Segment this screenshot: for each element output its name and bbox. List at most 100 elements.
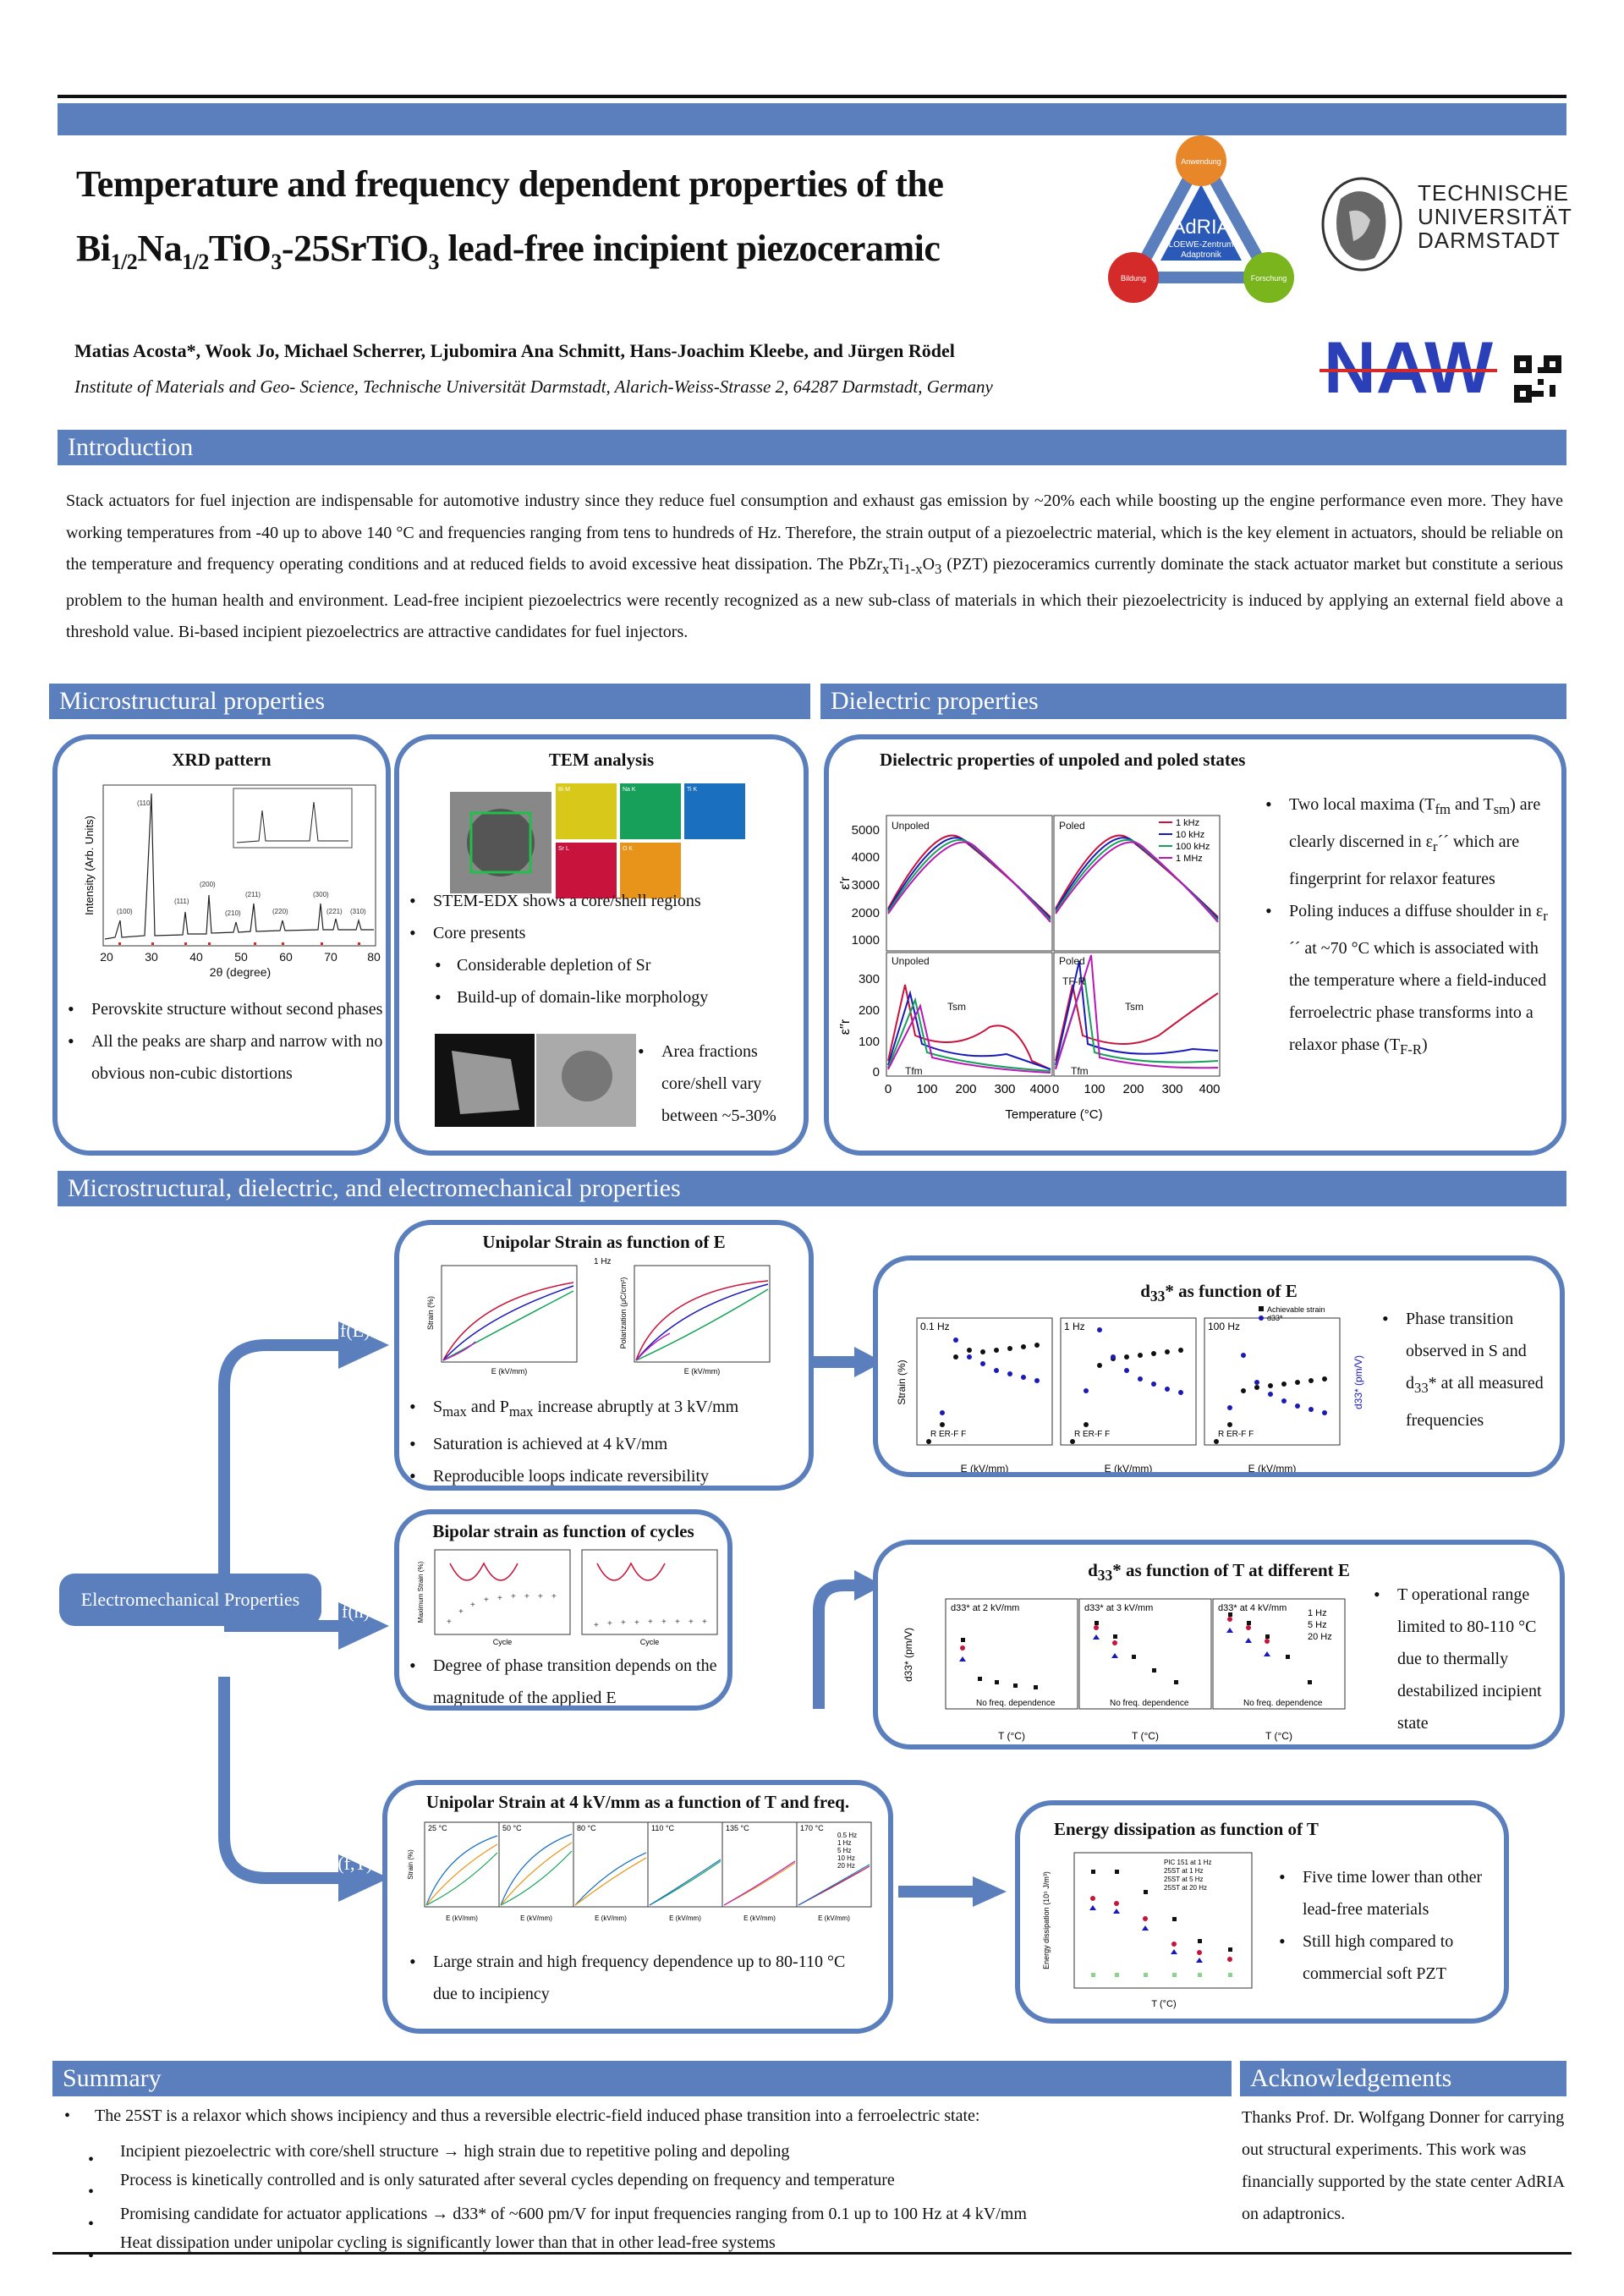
svg-text:+: +: [634, 1618, 639, 1628]
xrd-peak-300: (300): [313, 891, 329, 898]
svg-text:+: +: [594, 1621, 599, 1630]
xrd-ylabel: Intensity (Arb. Units): [83, 816, 96, 915]
energy-legend: 25ST at 20 Hz: [1164, 1884, 1207, 1892]
edx-label-na: Na K: [623, 787, 636, 793]
eps1-ytick: 2000: [852, 906, 880, 920]
tfm-label-2: Tfm: [1071, 1065, 1089, 1077]
svg-text:+: +: [675, 1618, 680, 1627]
uni4-title: Unipolar Strain at 4 kV/mm as a function…: [425, 1792, 850, 1812]
tu-line-1: TECHNISCHE: [1418, 180, 1570, 206]
svg-text:+: +: [447, 1618, 452, 1627]
bipolar-chart: +++++++++ +++++++++ Cycle Cycle Maximum …: [417, 1549, 718, 1646]
uni4-temp: 110 °C: [651, 1824, 674, 1832]
eps-prime-label: ε′r: [838, 876, 853, 890]
die-xtick: 300: [1161, 1082, 1182, 1096]
uni4-xlabel: E (kV/mm): [669, 1914, 701, 1922]
xrd-chart: (100) (110) (111) (200) (210) (211) (220…: [83, 784, 381, 979]
xrd-peak-220: (220): [272, 908, 288, 915]
energy-bullet: Five time lower than other lead-free mat…: [1274, 1861, 1502, 1925]
maxstrain-ylabel: Maximum Strain (%): [417, 1561, 425, 1623]
die-xtick: 0: [1052, 1082, 1059, 1096]
xrd-peak-221: (221): [326, 908, 343, 915]
d33e-rf: R ER-F F: [1074, 1430, 1110, 1439]
die-xtick: 100: [1084, 1082, 1105, 1096]
xrd-peak-210: (210): [225, 909, 241, 917]
unipolar-title: Unipolar Strain as function of E: [482, 1232, 726, 1252]
cycle-xlabel: Cycle: [493, 1638, 513, 1646]
bipolar-bullet: Degree of phase transition depends on th…: [404, 1650, 726, 1706]
xrd-xlabel: 2θ (degree): [210, 965, 271, 979]
unpoled-label: Unpoled: [892, 820, 930, 832]
xrd-xtick-70: 70: [324, 950, 337, 964]
uni4-xlabel: E (kV/mm): [446, 1914, 478, 1922]
uni4-temp: 170 °C: [800, 1824, 824, 1832]
intro-heading: Introduction: [58, 430, 1566, 465]
tu-darmstadt-seal: [1321, 177, 1402, 272]
eps1-ytick: 3000: [852, 878, 880, 893]
dielectric-bullet-2: Poling induces a diffuse shoulder in εr´…: [1260, 895, 1556, 1066]
unipolar-4kv-chart: 25 °C 50 °C 80 °C 110 °C 135 °C 170 °C 0…: [407, 1821, 872, 1922]
summary-item: Incipient piezoelectric with core/shell …: [120, 2142, 790, 2161]
d33-t-panel: d33* as function of T at different E d33…: [873, 1540, 1565, 1749]
d33t-xlabel: T (°C): [1132, 1730, 1159, 1742]
uni4-bullet: Large strain and high frequency dependen…: [404, 1946, 861, 2010]
svg-text:+: +: [648, 1618, 653, 1627]
energy-ylabel: Energy dissipation (10⁵ J/m³): [1042, 1871, 1051, 1969]
svg-text:+: +: [497, 1594, 502, 1603]
poled-label: Poled: [1059, 820, 1085, 832]
svg-text:+: +: [661, 1618, 667, 1627]
ack-text: Thanks Prof. Dr. Wolfgang Donner for car…: [1242, 2108, 1565, 2223]
xrd-peak-110: (110): [137, 799, 152, 807]
unipolar-e-panel: Unipolar Strain as function of E 1 Hz St…: [394, 1220, 814, 1491]
fE-label: f(E): [340, 1320, 370, 1341]
xrd-peak-310: (310): [350, 908, 366, 915]
d33t-nofreq: No freq. dependence: [1243, 1699, 1323, 1708]
eps1-ytick: 4000: [852, 850, 880, 865]
adria-sub1: LOEWE-Zentrum: [1169, 240, 1234, 250]
d33e-rf: R ER-F F: [930, 1430, 966, 1439]
uni4-temp: 80 °C: [577, 1824, 596, 1832]
energy-panel: Energy dissipation as function of T PIC …: [1015, 1800, 1509, 2024]
tsm-label: Tsm: [947, 1001, 966, 1013]
xrd-panel: XRD pattern (100) (110) (111) (200) (210…: [52, 734, 391, 1156]
svg-text:+: +: [702, 1618, 707, 1627]
unpoled-label-2: Unpoled: [892, 955, 930, 967]
tfm-label: Tfm: [905, 1065, 923, 1077]
d33t-ylabel: d33* (pm/V): [903, 1628, 914, 1682]
xrd-xtick-30: 30: [145, 950, 158, 964]
tem-micrographs: [435, 1034, 636, 1127]
bottom-rule: [52, 2252, 1572, 2255]
tu-line-2: UNIVERSITÄT: [1418, 204, 1572, 229]
bipolar-panel: Bipolar strain as function of cycles +++…: [394, 1509, 732, 1711]
eps2-ytick: 100: [859, 1035, 880, 1049]
svg-text:+: +: [551, 1592, 557, 1601]
unipolar-freq: 1 Hz: [594, 1257, 612, 1266]
uni4-freq: 5 Hz: [837, 1847, 851, 1854]
eps2-ytick: 200: [859, 1003, 880, 1018]
energy-legend: PIC 151 at 1 Hz: [1164, 1859, 1211, 1866]
d33e-xlabel: E (kV/mm): [961, 1463, 1009, 1475]
d33e-xlabel: E (kV/mm): [1248, 1463, 1297, 1475]
d33t-xlabel: T (°C): [998, 1730, 1025, 1742]
uni4-xlabel: E (kV/mm): [818, 1914, 850, 1922]
die-xtick: 0: [885, 1082, 892, 1096]
dielectric-panel: Dielectric properties of unpoled and pol…: [824, 734, 1566, 1156]
d33t-field: d33* at 4 kV/mm: [1218, 1603, 1287, 1613]
d33t-bullet: T operational range limited to 80-110 °C…: [1369, 1579, 1560, 1739]
xrd-peak-100: (100): [117, 908, 133, 915]
ack-heading: Acknowledgements: [1240, 2061, 1566, 2096]
d33t-field: d33* at 2 kV/mm: [951, 1603, 1019, 1613]
qr-code: [1514, 355, 1561, 403]
naw-text: NAW: [1324, 327, 1494, 409]
xrd-bullet: Perovskite structure without second phas…: [63, 993, 384, 1025]
pol-ylabel: Polarization (μC/cm²): [619, 1277, 628, 1349]
tem-area-bullet: Area fractions core/shell vary between ~…: [633, 1035, 802, 1132]
adria-left-label: Bildung: [1121, 274, 1146, 283]
adria-name: AdRIA: [1171, 216, 1230, 239]
d33e-right-label: d33* (pm/V): [1352, 1355, 1364, 1409]
summary-heading: Summary: [52, 2061, 1232, 2096]
dielectric-chart: 1000 2000 3000 4000 5000 0 100 200 300 ε…: [838, 815, 1221, 1122]
